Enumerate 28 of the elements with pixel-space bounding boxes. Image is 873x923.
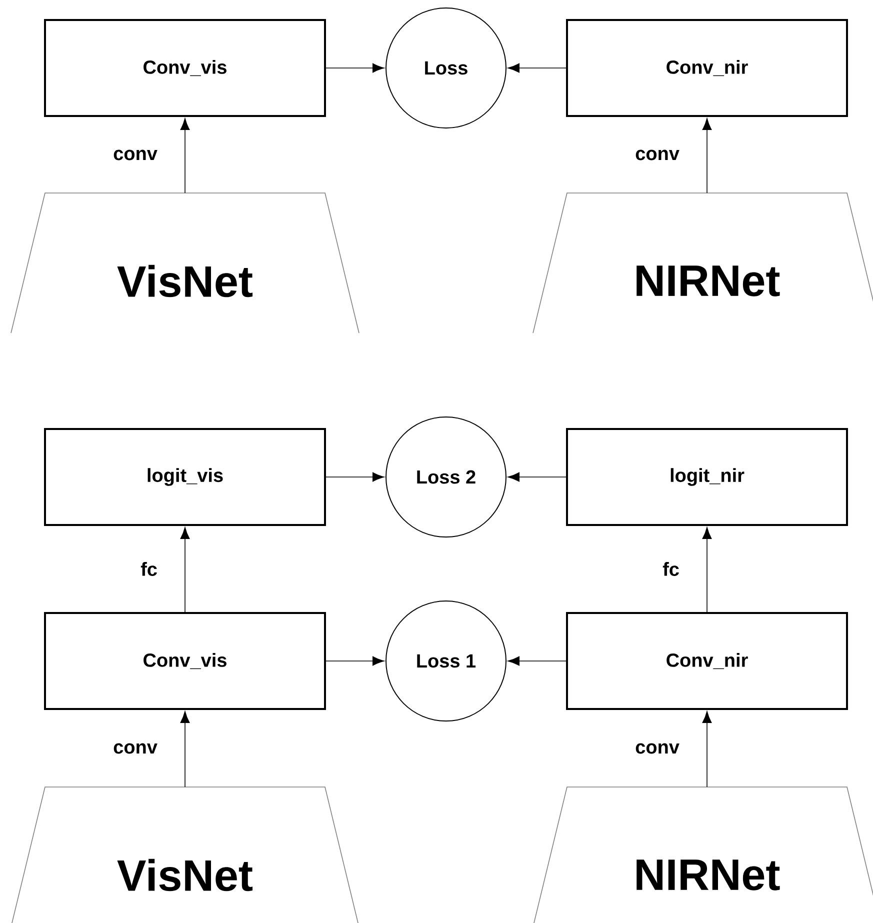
network-trapezoid: VisNet — [10, 786, 360, 923]
arrow — [702, 711, 712, 788]
arrow — [508, 63, 566, 73]
process-box: Conv_nir — [566, 612, 848, 710]
edge-label: conv — [636, 150, 680, 160]
arrow — [508, 656, 566, 666]
arrow — [702, 527, 712, 612]
arrow — [326, 63, 384, 73]
process-box: Conv_vis — [44, 19, 326, 117]
network-trapezoid: VisNet — [10, 192, 360, 334]
edge-label: conv — [114, 150, 158, 160]
process-box: logit_nir — [566, 428, 848, 526]
arrow — [702, 118, 712, 194]
network-trapezoid: NIRNet — [532, 786, 873, 923]
arrow — [180, 527, 190, 612]
edge-label: fc — [140, 562, 157, 576]
edge-label: fc — [662, 562, 679, 576]
process-box: Conv_nir — [566, 19, 848, 117]
edge-label: conv — [636, 743, 680, 754]
process-box: logit_vis — [44, 428, 326, 526]
arrow — [326, 472, 384, 482]
process-box: Conv_vis — [44, 612, 326, 710]
arrow — [180, 711, 190, 788]
arrow — [326, 656, 384, 666]
edge-label: conv — [114, 743, 158, 754]
arrow — [508, 472, 566, 482]
arrow — [180, 118, 190, 194]
network-trapezoid: NIRNet — [532, 192, 873, 334]
